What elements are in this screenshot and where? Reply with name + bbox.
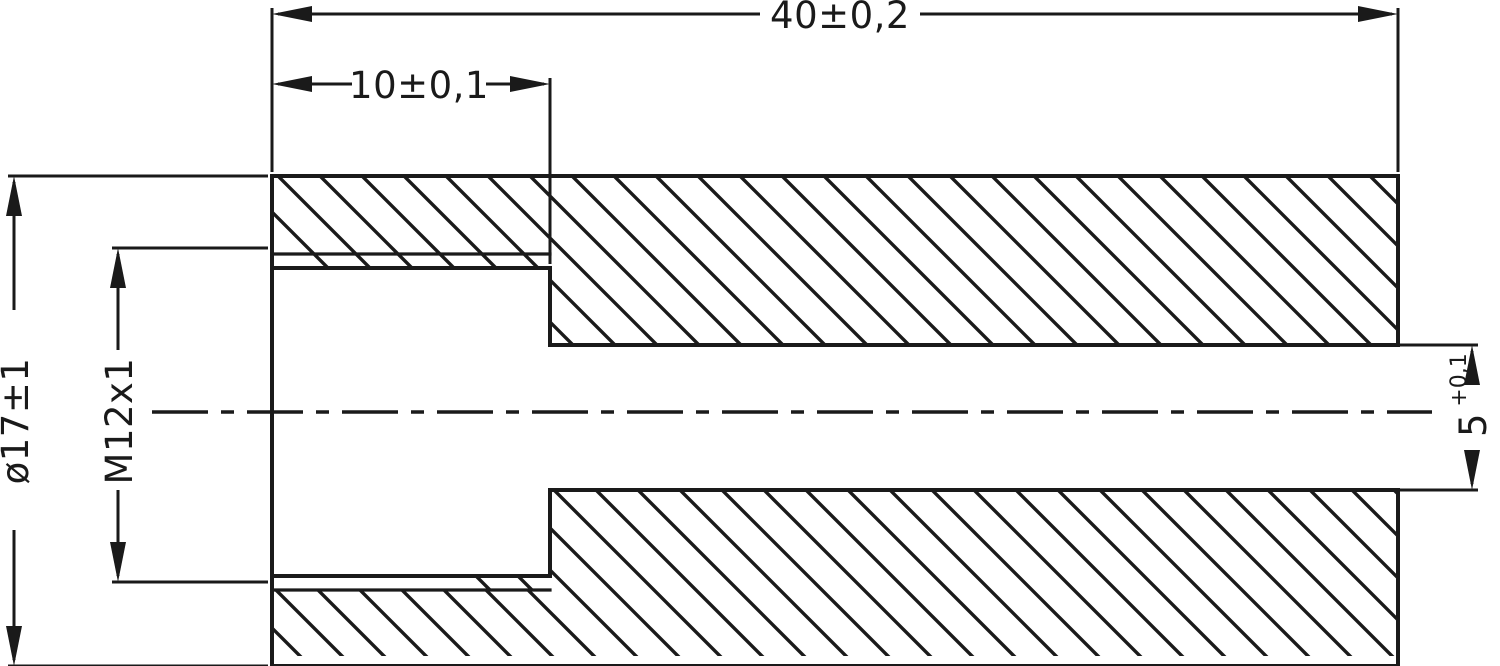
part-outline	[270, 174, 1400, 666]
dimension-label-bore-diameter: 5	[1452, 413, 1495, 437]
arrowhead-left	[272, 6, 312, 22]
arrowhead-top	[1464, 345, 1480, 385]
arrowhead-bottom	[6, 626, 22, 666]
arrowhead-left	[272, 76, 312, 92]
dimension-label-overall-length: 40±0,2	[770, 0, 910, 37]
dimension-label-thread-length: 10±0,1	[349, 64, 489, 107]
hatching-lower-body	[272, 490, 1398, 656]
dimension-thread-designation: M12x1	[98, 248, 141, 582]
arrowhead-bottom	[110, 542, 126, 582]
arrowhead-right	[510, 76, 550, 92]
arrowhead-bottom	[1464, 450, 1480, 490]
dimension-overall-length: 40±0,2	[272, 0, 1398, 37]
arrowhead-top	[6, 176, 22, 216]
extension-lines	[8, 8, 1478, 666]
dimension-bore-diameter: 5 +0,1	[1447, 345, 1495, 490]
hatching-upper-body	[272, 176, 1398, 345]
dimension-outer-diameter: ø17±1	[0, 176, 37, 666]
dimension-label-thread-designation: M12x1	[98, 358, 141, 485]
arrowhead-right	[1358, 6, 1398, 22]
dimension-label-bore-tolerance: +0,1	[1447, 353, 1472, 406]
arrowhead-top	[110, 248, 126, 288]
dimension-label-outer-diameter: ø17±1	[0, 358, 37, 485]
dimension-thread-length: 10±0,1	[272, 64, 550, 107]
